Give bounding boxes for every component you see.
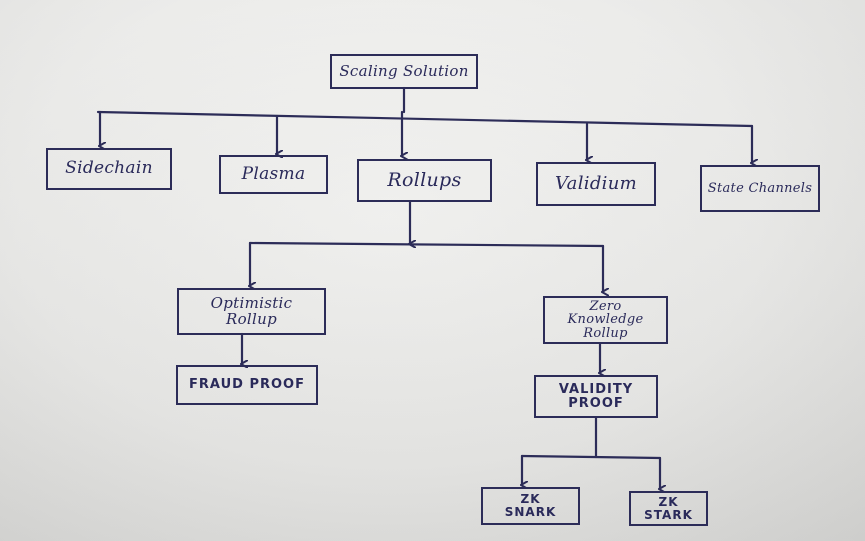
- node-zero-knowledge-rollup-label: Zero Knowledge Rollup: [567, 298, 644, 341]
- node-scaling-solution-label: Scaling Solution: [339, 61, 469, 80]
- node-zk-snark: ZK SNARK: [481, 487, 580, 525]
- node-validity-proof-label: VALIDITY PROOF: [558, 381, 634, 411]
- node-plasma: Plasma: [219, 155, 328, 194]
- node-validity-proof: VALIDITY PROOF: [534, 375, 658, 418]
- node-sidechain-label: Sidechain: [65, 158, 153, 179]
- node-state-channels: State Channels: [700, 165, 820, 212]
- node-zk-snark-label: ZK SNARK: [504, 492, 557, 519]
- node-state-channels-label: State Channels: [707, 180, 813, 196]
- rollups-horizontal: [248, 241, 605, 248]
- node-zk-stark-label: ZK STARK: [644, 494, 693, 522]
- node-plasma-label: Plasma: [241, 163, 306, 184]
- node-rollups-label: Rollups: [387, 168, 462, 191]
- node-optimistic-rollup: Optimistic Rollup: [177, 288, 326, 335]
- node-validium-label: Validium: [555, 172, 637, 194]
- node-fraud-proof: FRAUD PROOF: [176, 365, 318, 405]
- node-scaling-solution: Scaling Solution: [330, 54, 478, 89]
- node-zk-stark: ZK STARK: [629, 491, 708, 526]
- node-zero-knowledge-rollup: Zero Knowledge Rollup: [543, 296, 668, 344]
- node-sidechain: Sidechain: [46, 148, 172, 190]
- node-validium: Validium: [536, 162, 656, 206]
- top-horizontal: [96, 110, 754, 128]
- node-fraud-proof-label: FRAUD PROOF: [189, 377, 305, 393]
- node-rollups: Rollups: [357, 159, 492, 202]
- variants-horizontal: [520, 454, 662, 460]
- node-optimistic-rollup-label: Optimistic Rollup: [210, 293, 293, 328]
